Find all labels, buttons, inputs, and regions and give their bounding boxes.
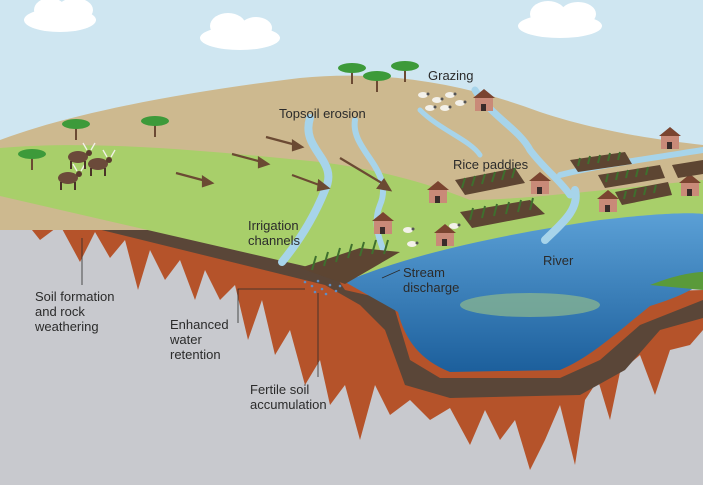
algae-patch	[460, 293, 600, 317]
rice-paddies-label: Rice paddies	[453, 157, 528, 172]
topsoil-erosion-label: Topsoil erosion	[279, 106, 366, 121]
river-label: River	[543, 253, 573, 268]
grazing-label: Grazing	[428, 68, 474, 83]
